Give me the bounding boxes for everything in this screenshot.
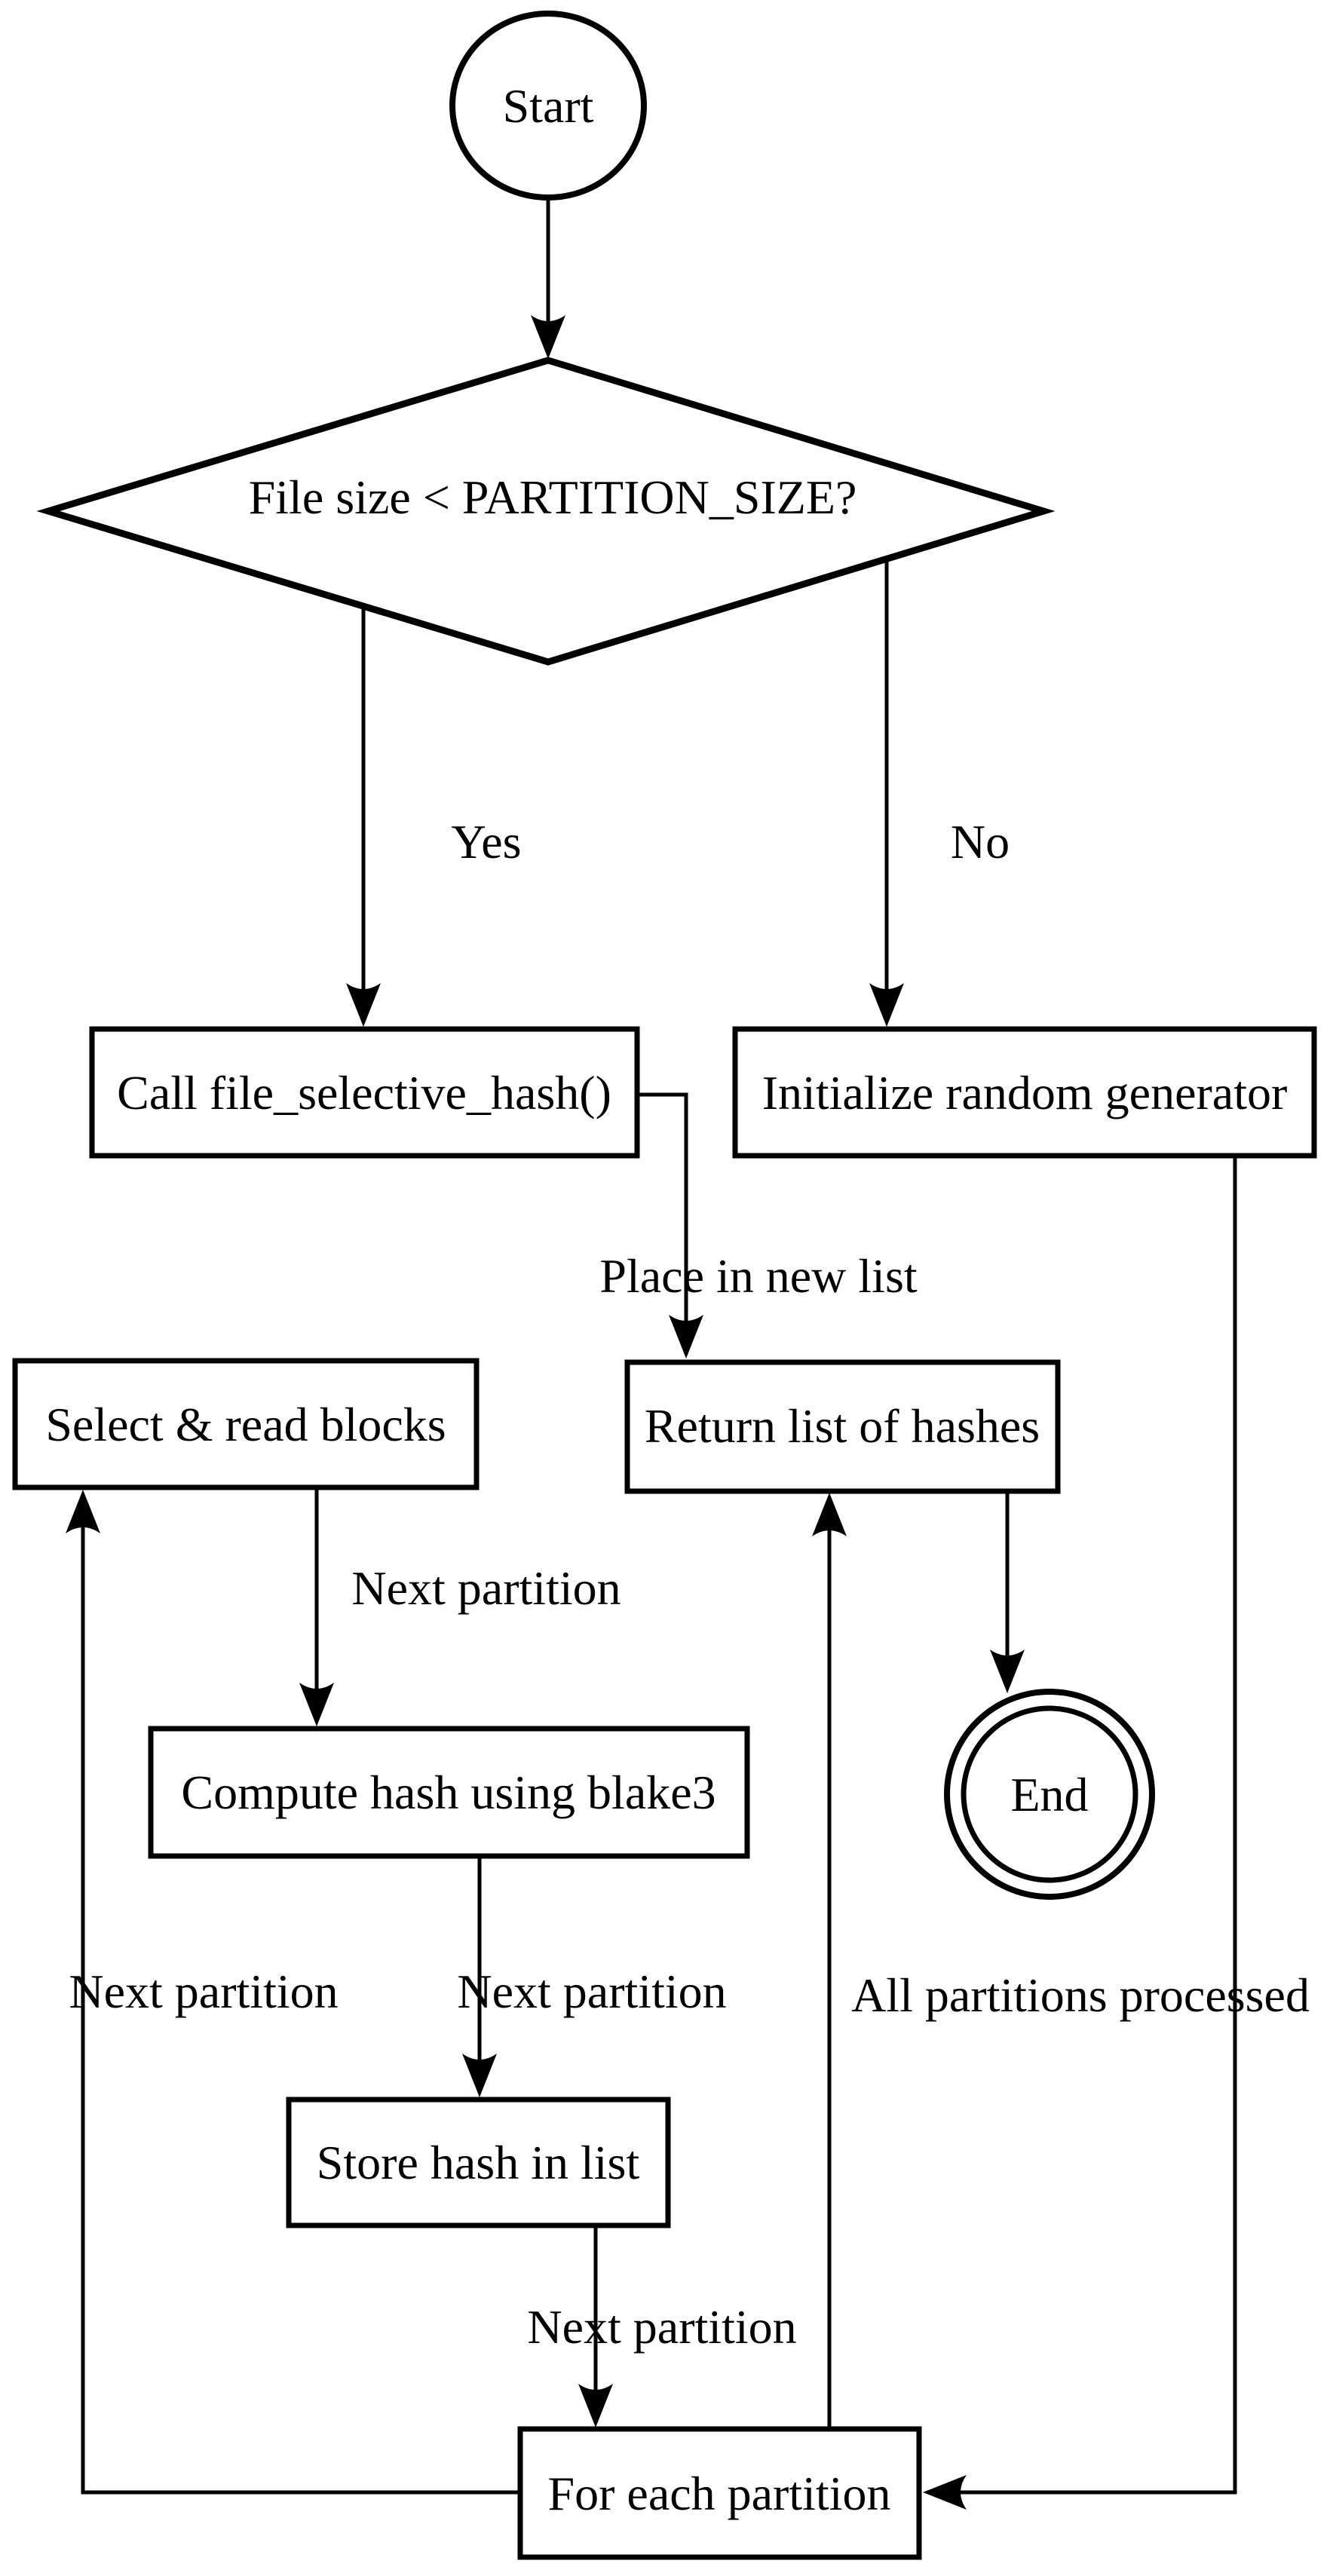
end-label: End (1010, 1768, 1088, 1821)
edge-label-all-partitions-processed: All partitions processed (851, 1968, 1310, 2022)
edge-label-next-partition-2: Next partition (457, 1965, 726, 2018)
arrowhead (66, 1490, 100, 1533)
arrowhead (346, 983, 381, 1027)
decision-label: File size < PARTITION_SIZE? (249, 470, 857, 524)
edge-label-yes: Yes (451, 815, 521, 868)
for-each-label: For each partition (548, 2467, 891, 2520)
return-list-label: Return list of hashes (645, 1399, 1040, 1453)
edge-label-next-partition-left: Next partition (69, 1965, 338, 2018)
arrowhead (462, 2054, 497, 2097)
call-hash-node (89, 1026, 640, 1159)
compute-hash-node (148, 1726, 750, 1859)
for-each-node (517, 2426, 922, 2560)
store-hash-label: Store hash in list (317, 2136, 640, 2189)
select-blocks-node (12, 1358, 480, 1490)
edge-label-no: No (951, 815, 1010, 868)
select-blocks-label: Select & read blocks (45, 1398, 446, 1451)
return-list-node (624, 1359, 1061, 1494)
start-label: Start (503, 79, 594, 133)
arrowhead (299, 1683, 334, 1726)
arrowhead (578, 2384, 613, 2427)
init-random-node (732, 1026, 1317, 1159)
init-random-label: Initialize random generator (762, 1066, 1288, 1120)
nodes: Start File size < PARTITION_SIZE? Call f… (12, 11, 1317, 2560)
compute-hash-label: Compute hash using blake3 (181, 1766, 716, 1819)
edge-call-to-return (637, 1092, 688, 1351)
edge-label-place-in-new-list: Place in new list (599, 1249, 917, 1303)
arrowhead (869, 983, 904, 1027)
arrowhead (812, 1493, 847, 1536)
call-hash-label: Call file_selective_hash() (117, 1066, 611, 1120)
edge-foreach-to-select (81, 1497, 520, 2495)
edge-init-to-foreach (930, 1156, 1237, 2495)
arrowhead (669, 1315, 703, 1358)
edge-labels: Yes No Place in new list Next partition … (69, 815, 1310, 2354)
edges (66, 198, 1237, 2510)
arrowhead (923, 2475, 967, 2510)
arrowhead (531, 315, 565, 359)
store-hash-node (286, 2097, 671, 2228)
end-node-inner (961, 1705, 1138, 1883)
decision-node (36, 357, 1056, 666)
edge-label-next-partition-1: Next partition (351, 1561, 621, 1615)
start-node (449, 11, 647, 201)
edge-label-next-partition-3: Next partition (527, 2300, 796, 2354)
arrowhead (990, 1649, 1025, 1693)
